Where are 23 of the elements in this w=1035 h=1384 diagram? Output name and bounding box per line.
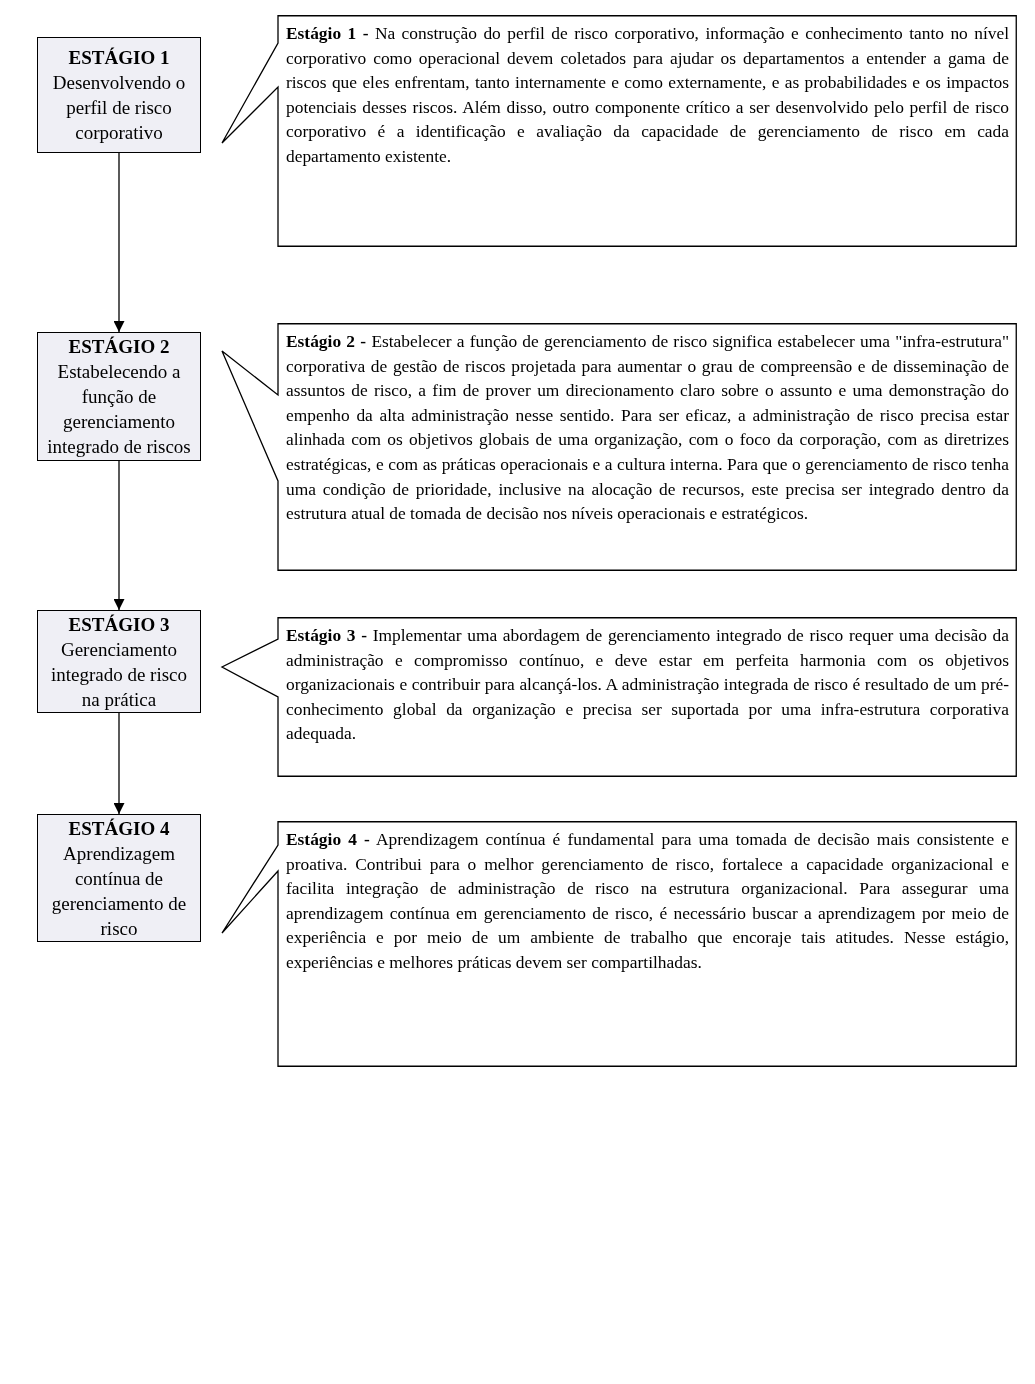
stage-box	[37, 610, 201, 713]
stage-description: Gerenciamento integrado de risco na prática	[49, 637, 189, 712]
stage-explanation: Estágio 4 - Aprendizagem contínua é fundamental para uma tomada de decisão mais consistente e proativa. Contribui para o melhor gerenciamento de risco, fortalece a capacidade organizacional e facilita integração de administração de risco na estrutura organizacional. Para assegurar uma aprendizagem contínua em gerenciamento de risco, é necessário buscar a aprendizagem por meio de experiência e por meio de um ambiente de trabalho que encoraje tais atitudes. Nesse estágio, experiências e melhores práticas devem ser compartilhadas.	[286, 828, 1009, 974]
callout-box	[222, 323, 1017, 571]
arrow	[113, 712, 125, 815]
stage-title: ESTÁGIO 4	[68, 816, 170, 841]
stage-box	[37, 37, 201, 153]
callout-box	[222, 15, 1017, 247]
stage-title: ESTÁGIO 1	[68, 46, 170, 70]
stage-explanation: Estágio 3 - Implementar uma abordagem de gerenciamento integrado de risco requer uma decisão da administração e compromisso contínuo, e deve estar em perfeita harmonia com os objetivos organizacionais e contribuir para alcançá-los. A administração integrada de risco é resultado de um pré-conhecimento global da organização e precisa ser suportada por uma infra-estrutura corporativa adequada.	[286, 624, 1009, 746]
stage-explanation: Estágio 2 - Estabelecer a função de gerenciamento de risco significa estabelecer uma "infra-estrutura" corporativa de gestão de riscos projetada para aumentar o grau de compreensão e de disseminação de assuntos de risco, a fim de prover um direcionamento claro sobre o assunto e uma demonstração do empenho da alta administração nesse sentido. Para ser eficaz, a administração de risco precisa estar alinhada com os objetivos globais de uma organização, com o foco da corporação, com as diretrizes estratégicas, e com as práticas operacionais e a cultura interna. Para que o gerenciamento de risco tenha uma condição de prioridade, inclusive na alocação de recursos, este precisa ser integrado dentro da estrutura atual de tomada de decisão nos níveis operacionais e estratégicos.	[286, 330, 1009, 526]
stage-title: ESTÁGIO 3	[68, 612, 170, 637]
stage-description: Desenvolvendo o perfil de risco corporativo	[51, 71, 187, 145]
callout-box	[222, 821, 1017, 1067]
stage-description: Estabelecendo a função de gerenciamento integrado de riscos	[46, 360, 192, 459]
stage-box	[37, 332, 201, 461]
callout-box	[222, 617, 1017, 777]
arrow	[113, 152, 125, 333]
stage-box	[37, 814, 201, 942]
arrow	[113, 460, 125, 611]
stage-title: ESTÁGIO 2	[68, 335, 170, 359]
stage-explanation: Estágio 1 - Na construção do perfil de risco corporativo, informação e conhecimento tanto no nível corporativo como operacional devem coletados para ajudar os departamentos a entender a gama de riscos que eles enfrentam, tanto internamente e como externamente, e as probabilidades e os impactos potenciais desses riscos. Além disso, outro componente crítico a ser desenvolvido pelo perfil de risco corporativo é a identificação e avaliação da capacidade de gerenciamento de risco em cada departamento existente.	[286, 22, 1009, 168]
stage-description: Aprendizagem contínua de gerenciamento de risco	[50, 841, 188, 941]
